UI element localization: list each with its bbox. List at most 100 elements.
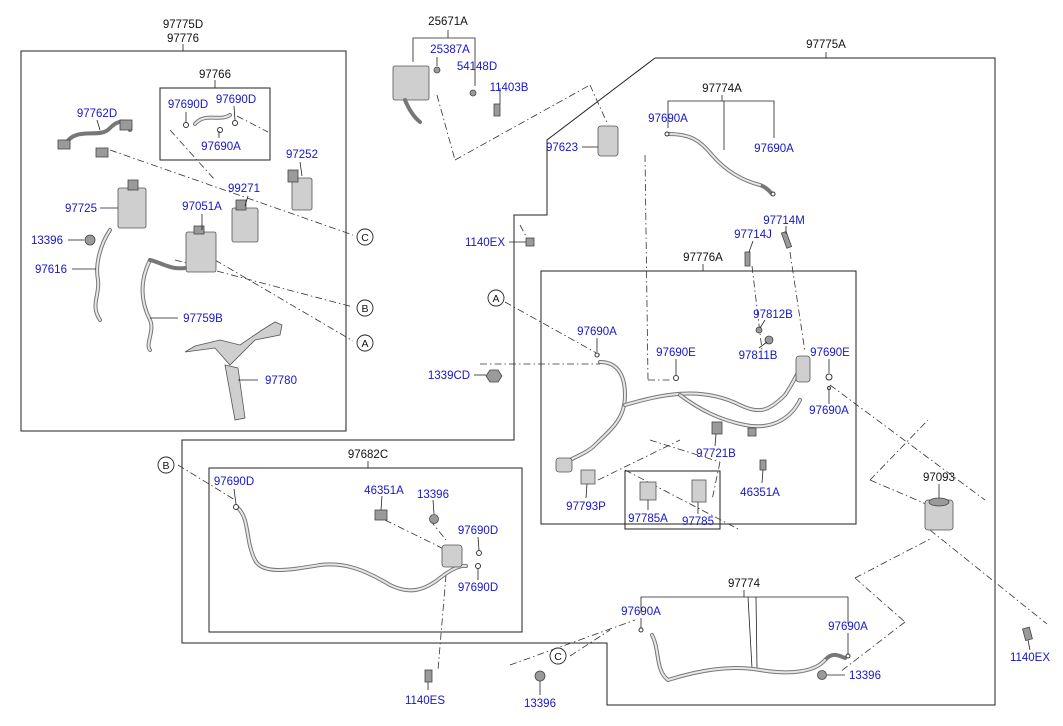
harness-97762D-part [57,119,133,158]
group-label-97776A: 97776A [683,252,723,264]
callout-97690A-3: 97690A [754,143,794,155]
ref-marker-A-right: A [487,289,505,307]
group-label-25671A: 25671A [428,16,468,28]
ref-marker-A-left: A [356,334,374,352]
clip-97793P-part [580,469,596,485]
callout-97690A-4: 97690A [577,326,617,338]
block-99271-part [231,199,259,243]
condenser-25671A-part [392,65,501,124]
callout-1140EX-2: 1140EX [1010,652,1050,664]
drier-97623-part [597,125,619,157]
nut-13396-left-part [84,234,96,246]
group-label-97093: 97093 [923,472,955,484]
group-label-97774: 97774 [728,578,761,590]
callout-97623: 97623 [546,142,578,154]
callout-97252: 97252 [286,149,318,161]
callout-99271: 99271 [228,183,260,195]
callout-97793P: 97793P [566,501,606,513]
svg-text:A: A [492,293,499,305]
bracket-97780-part [184,321,283,421]
callout-11403B: 11403B [490,82,529,94]
bolt-1140EX-lower-part [1022,626,1033,642]
frame-97776A [540,264,857,525]
frame-97774 [640,590,849,669]
group-label-97775A: 97775A [806,39,846,51]
frame-97766 [159,80,271,161]
callout-97690D-1: 97690D [168,99,208,111]
pipe-97682C-part [233,504,482,593]
frame-97774A [667,95,775,150]
block-97725-part [117,179,147,229]
group-label-97775D: 97775D [163,19,203,31]
callout-97690A-6: 97690A [621,606,661,618]
nut-1339CD-part [485,369,503,383]
callout-97690E-1: 97690E [656,347,696,359]
group-label-97774A: 97774A [702,83,742,95]
svg-text:C: C [554,651,562,663]
svg-text:B: B [361,303,368,315]
bolt-97714J-part [744,251,751,267]
callout-97690D-4: 97690D [458,525,498,537]
callout-97812B: 97812B [753,309,793,321]
callout-97811B: 97811B [739,350,778,362]
callout-97780: 97780 [265,375,297,387]
callout-97759B: 97759B [183,313,223,325]
callout-97714J: 97714J [734,229,772,241]
bolt-1140EX-upper-part [525,237,535,247]
frame-25671A [412,30,476,86]
callout-97762D: 97762D [77,108,117,120]
callout-97721B: 97721B [696,448,736,460]
callout-46351A-2: 46351A [364,485,404,497]
ref-marker-B-lower: B [157,456,175,474]
clip-97785A-part [639,481,657,501]
callout-leaders [68,88,1031,695]
callout-25387A: 25387A [430,44,470,56]
ref-marker-C-lower: C [549,647,567,665]
callout-13396-1: 13396 [31,235,63,247]
callout-97690D-2: 97690D [216,94,256,106]
callout-1140EX-1: 1140EX [465,237,505,249]
callout-97051A: 97051A [182,201,222,213]
group-label-97766: 97766 [199,69,231,81]
callout-54148D: 54148D [457,61,497,73]
callout-97616: 97616 [35,264,67,276]
pipe-97766-part [183,113,238,133]
frame-97682C [208,461,523,633]
callout-13396-4: 13396 [849,670,881,682]
callout-97690A-1: 97690A [201,141,241,153]
callout-1339CD: 1339CD [428,370,470,382]
frame-97775D [20,44,347,432]
sensor-97252-part [287,169,313,211]
pipe-97774A-part [664,131,776,197]
nut-13396-lower-part [534,670,546,682]
valve-97093-part [924,497,954,531]
svg-text:C: C [361,232,369,244]
callout-97690E-2: 97690E [810,347,850,359]
pipe-97774-part [638,627,851,682]
frame-97775A [181,52,996,706]
bolt-1140ES-part [424,669,433,683]
callout-97785: 97785 [682,516,714,528]
ref-marker-B-left: B [356,299,374,317]
callout-97690D-5: 97690D [458,582,498,594]
clip-97785-part [691,479,707,503]
frame-97785A [624,470,721,530]
ref-marker-C-left: C [356,228,374,246]
group-label-97682C: 97682C [348,449,388,461]
callout-46351A-1: 46351A [740,487,780,499]
callout-97690A-7: 97690A [828,621,868,633]
pipe-97776A-part [555,326,833,473]
callout-1140ES: 1140ES [405,695,445,707]
callout-97725: 97725 [65,203,97,215]
svg-text:B: B [162,460,169,472]
callout-97690A-5: 97690A [809,405,849,417]
callout-13396-2: 13396 [417,489,449,501]
hose-97616-part [93,228,112,322]
callout-97714M: 97714M [763,215,805,227]
group-label-97776: 97776 [167,33,199,45]
svg-text:A: A [361,338,368,350]
callout-97785A: 97785A [628,513,668,525]
callout-97690A-2: 97690A [648,113,688,125]
bolt-97714M-part [780,230,793,249]
